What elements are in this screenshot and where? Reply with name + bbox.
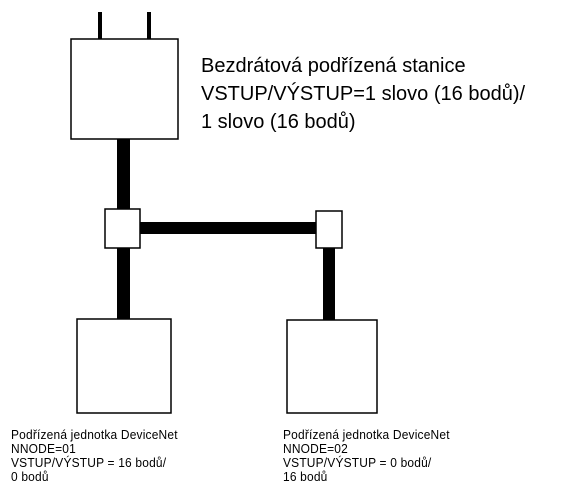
caption-line: VSTUP/VÝSTUP=1 slovo (16 bodů)/ xyxy=(201,83,526,105)
caption-line: Podřízená jednotka DeviceNet xyxy=(11,427,178,442)
caption-line: 1 slovo (16 bodů) xyxy=(201,111,356,133)
trunk-cable xyxy=(139,222,317,234)
devicenet-slave-box-right xyxy=(286,319,378,414)
wireless-slave-station-box xyxy=(70,38,179,140)
caption-line: NNODE=02 xyxy=(283,441,348,456)
antenna-pin-left xyxy=(98,12,102,40)
cable-station-to-tap-left xyxy=(117,139,130,209)
wireless-slave-caption: Bezdrátová podřízená stanice VSTUP/VÝSTU… xyxy=(201,52,525,136)
caption-line: Podřízená jednotka DeviceNet xyxy=(283,427,450,442)
antenna-pin-right xyxy=(147,12,151,40)
caption-line: VSTUP/VÝSTUP = 0 bodů/ xyxy=(283,455,432,470)
caption-line: VSTUP/VÝSTUP = 16 bodů/ xyxy=(11,455,167,470)
caption-line: Bezdrátová podřízená stanice xyxy=(201,55,466,77)
caption-line: 16 bodů xyxy=(283,469,328,484)
tap-connector-left xyxy=(104,208,141,249)
slave-left-caption: Podřízená jednotka DeviceNet NNODE=01 VS… xyxy=(11,428,178,484)
tap-connector-right xyxy=(315,210,343,249)
caption-line: 0 bodů xyxy=(11,469,49,484)
slave-right-caption: Podřízená jednotka DeviceNet NNODE=02 VS… xyxy=(283,428,450,484)
cable-tap-right-to-slave-right xyxy=(323,248,335,320)
caption-line: NNODE=01 xyxy=(11,441,76,456)
cable-tap-left-to-slave-left xyxy=(117,247,130,319)
devicenet-slave-box-left xyxy=(76,318,172,414)
